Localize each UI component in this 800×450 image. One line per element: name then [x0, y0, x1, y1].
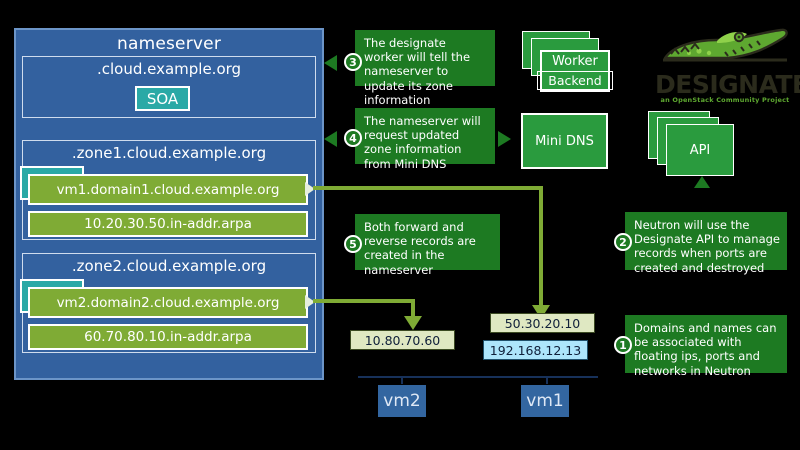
- designate-wordmark: DESIGNATE: [655, 70, 800, 99]
- wire-vm1-horizontal: [313, 186, 543, 190]
- callout-5-badge: 5: [344, 235, 362, 253]
- zone-2-record-reverse: 60.70.80.10.in-addr.arpa: [28, 324, 308, 350]
- arrow-nameserver-request-left: [324, 131, 337, 147]
- arrow-neutron-to-api: [694, 176, 710, 188]
- zone-1-record-forward: vm1.domain1.cloud.example.org: [28, 174, 308, 205]
- callout-2: Neutron will use the Designate API to ma…: [625, 212, 787, 275]
- callout-3-badge: 3: [344, 53, 362, 71]
- callout-4-badge: 4: [344, 129, 362, 147]
- callout-2-badge: 2: [614, 233, 632, 251]
- arrow-vm2-address: [404, 316, 422, 330]
- designate-logo: DESIGNATE an OpenStack Community Project: [655, 24, 800, 110]
- arrow-worker-to-nameserver: [324, 55, 337, 71]
- api-box: API: [666, 124, 734, 176]
- backend-label: Backend: [537, 71, 613, 90]
- wire-vm1-vertical: [539, 186, 543, 308]
- zone-2-record-tail: [305, 295, 315, 309]
- network-line: [358, 376, 598, 378]
- zone-2-record-forward: vm2.domain2.cloud.example.org: [28, 287, 308, 318]
- zone-root-title: .cloud.example.org: [96, 60, 242, 78]
- vm2-box: vm2: [378, 385, 426, 417]
- vm2-floating-ip: 10.80.70.60: [350, 330, 455, 350]
- worker-label: Worker: [552, 54, 598, 69]
- zone-2-title: .zone2.cloud.example.org: [71, 257, 267, 275]
- callout-4: The nameserver will request updated zone…: [355, 108, 495, 171]
- zone-1-record-reverse: 10.20.30.50.in-addr.arpa: [28, 211, 308, 237]
- mini-dns-box: Mini DNS: [521, 113, 608, 169]
- arrow-nameserver-to-minidns: [498, 131, 511, 147]
- worker-box: Worker Backend: [537, 50, 613, 92]
- callout-1-badge: 1: [614, 336, 632, 354]
- vm1-floating-ip: 50.30.20.10: [490, 313, 595, 333]
- crocodile-icon: [663, 28, 788, 62]
- wire-vm2-vertical: [411, 299, 415, 319]
- designate-tagline: an OpenStack Community Project: [660, 96, 790, 104]
- vm1-fixed-ip: 192.168.12.13: [483, 340, 588, 360]
- zone-1-title: .zone1.cloud.example.org: [71, 144, 267, 162]
- nameserver-title: nameserver: [116, 34, 222, 54]
- vm1-box: vm1: [521, 385, 569, 417]
- network-stub-vm2: [401, 376, 403, 384]
- callout-5: Both forward and reverse records are cre…: [355, 214, 500, 277]
- wire-vm2-horizontal: [313, 299, 415, 303]
- network-stub-vm1: [546, 376, 548, 384]
- zone-1-record-tail: [305, 182, 315, 196]
- soa-record: SOA: [135, 86, 190, 111]
- callout-3: The designate worker will tell the names…: [355, 30, 495, 107]
- callout-1: Domains and names can be associated with…: [625, 315, 787, 378]
